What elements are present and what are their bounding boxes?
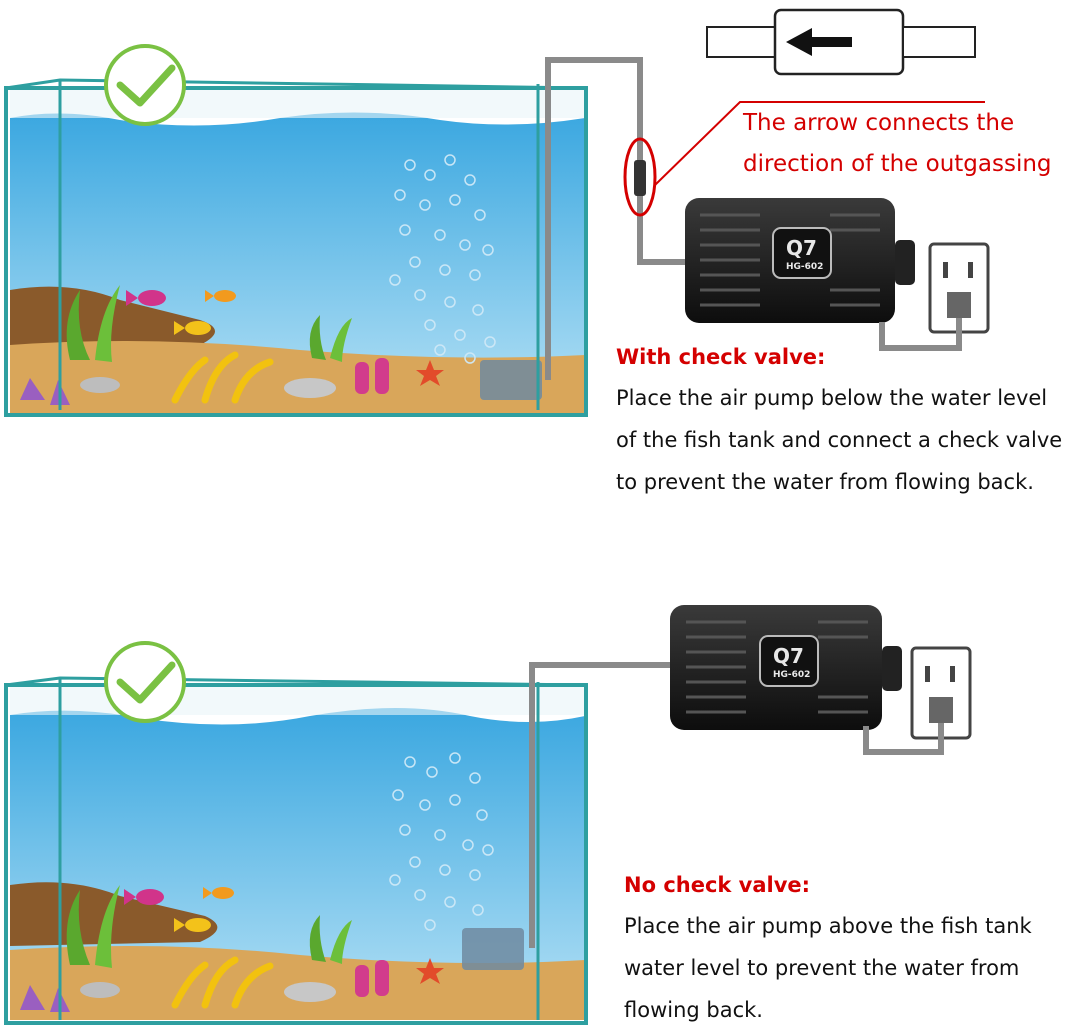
top-air-tube <box>545 57 688 380</box>
bottom-heading: No check valve: <box>624 873 811 897</box>
bottom-description: No check valve: Place the air pump above… <box>624 865 1032 1031</box>
top-description: With check valve: Place the air pump bel… <box>616 337 1062 503</box>
top-line-1: Place the air pump below the water level <box>616 386 1048 410</box>
check-valve-illustration <box>706 8 976 76</box>
power-outlet-icon <box>863 646 972 755</box>
power-outlet-icon <box>879 242 990 351</box>
air-pump-icon <box>685 198 915 323</box>
top-line-2: of the fish tank and connect a check val… <box>616 428 1063 452</box>
checkmark-icon <box>104 44 186 126</box>
callout-text: The arrow connects the direction of the … <box>743 103 1052 185</box>
fish-pink <box>126 290 166 306</box>
bottom-line-2: water level to prevent the water from <box>624 956 1020 980</box>
bottom-air-tube <box>529 662 680 948</box>
top-line-3: to prevent the water from flowing back. <box>616 470 1034 494</box>
checkmark-icon <box>104 641 186 723</box>
bottom-line-1: Place the air pump above the fish tank <box>624 914 1032 938</box>
pump-model: HG-602 <box>786 262 824 272</box>
bottom-air-stone <box>462 928 524 970</box>
fish-pink <box>124 889 164 905</box>
check-valve-icon <box>634 160 646 196</box>
top-heading: With check valve: <box>616 345 826 369</box>
fish-orange <box>203 887 234 899</box>
air-pump-icon <box>670 605 902 730</box>
bottom-line-3: flowing back. <box>624 998 763 1022</box>
top-tank-glass <box>4 86 588 417</box>
top-sand <box>10 341 585 413</box>
callout-leader <box>654 101 985 186</box>
pump-model: HG-602 <box>773 670 811 680</box>
fish-orange <box>205 290 236 302</box>
fish-yellow <box>174 321 211 335</box>
pump-logo: Q7 <box>773 644 804 668</box>
callout-circle <box>623 137 657 217</box>
callout-line-2: direction of the outgassing <box>743 151 1052 177</box>
bottom-tank-glass <box>4 683 588 1025</box>
top-air-stone <box>480 360 542 400</box>
arrow-left-icon <box>786 28 852 56</box>
fish-yellow <box>174 918 211 932</box>
callout-line-1: The arrow connects the <box>743 110 1015 136</box>
bottom-aquarium <box>4 676 588 1025</box>
top-aquarium <box>4 78 588 417</box>
pump-logo: Q7 <box>786 236 817 260</box>
